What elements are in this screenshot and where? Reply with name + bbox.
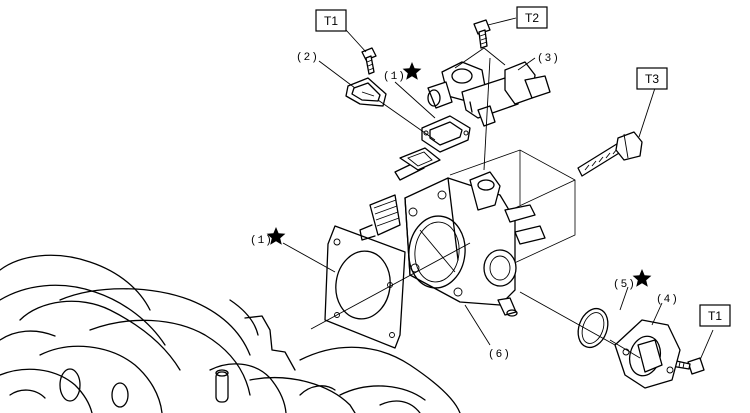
label-part-1-lower: (1) xyxy=(250,235,273,247)
throttle-body xyxy=(359,149,576,317)
label-t3: T3 xyxy=(636,67,668,90)
bolt-t3 xyxy=(577,87,656,177)
gasket-upper xyxy=(421,115,471,153)
intake-manifold xyxy=(0,254,461,413)
assembly-lines xyxy=(310,57,641,359)
label-t1-top-text: T1 xyxy=(324,14,338,28)
o-ring xyxy=(577,307,609,349)
label-t3-text: T3 xyxy=(645,72,659,86)
label-part-6: (6) xyxy=(488,349,511,361)
idle-air-control-valve xyxy=(427,61,551,127)
label-t1-top: T1 xyxy=(315,9,347,32)
label-part-1-upper: (1) xyxy=(383,71,406,83)
star-icon-part-1-upper xyxy=(402,62,422,80)
label-t2: T2 xyxy=(516,6,548,29)
label-t2-text: T2 xyxy=(525,11,539,25)
star-icon-part-1-lower xyxy=(266,227,286,245)
star-icon-part-5 xyxy=(632,269,652,287)
gasket-lower xyxy=(324,225,406,349)
label-part-2: (2) xyxy=(296,52,319,64)
label-t1-bottom-text: T1 xyxy=(708,309,722,323)
screw-t2 xyxy=(473,19,491,49)
throttle-position-sensor xyxy=(614,319,681,389)
gasket-small-throttle-top xyxy=(399,147,441,171)
gasket-2 xyxy=(345,77,387,107)
label-t1-bottom: T1 xyxy=(699,304,731,327)
label-part-4: (4) xyxy=(656,294,679,306)
label-part-5: (5) xyxy=(613,279,636,291)
screw-t1-top xyxy=(361,47,377,75)
label-leaders xyxy=(282,17,714,361)
label-part-3: (3) xyxy=(537,53,560,65)
